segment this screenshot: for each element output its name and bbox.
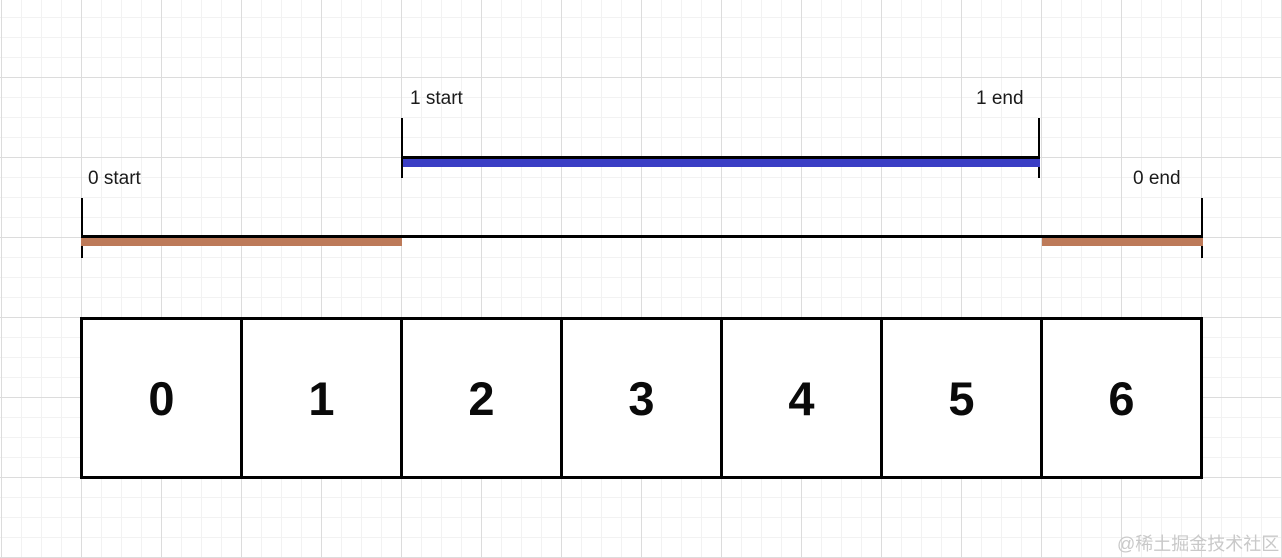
array-cell-4: 4 [723, 320, 883, 476]
array-cell-5: 5 [883, 320, 1043, 476]
range-1-bar [403, 159, 1040, 167]
array-cell-2: 2 [403, 320, 563, 476]
range-0-end-label: 0 end [1133, 168, 1181, 189]
array-cell-6: 6 [1108, 371, 1135, 425]
array: 0 1 2 3 4 5 6 [80, 317, 1203, 479]
watermark-text: @稀土掘金技术社区 [1117, 534, 1280, 554]
array-cell-0: 0 [83, 320, 243, 476]
range-1-end-tick [1038, 118, 1040, 178]
range-1-start-label: 1 start [410, 88, 463, 109]
range-0-bar-right [1042, 238, 1203, 246]
range-0-bar-left [81, 238, 402, 246]
range-1-start-tick [401, 118, 403, 178]
range-1-end-label: 1 end [976, 88, 1024, 109]
array-cell-1: 1 [243, 320, 403, 476]
range-0-line [81, 235, 1203, 238]
range-1-line [402, 156, 1040, 159]
range-0-end-tick [1201, 198, 1203, 258]
range-0-start-tick [81, 198, 83, 258]
range-0-start-label: 0 start [88, 168, 141, 189]
array-cell-3: 3 [563, 320, 723, 476]
